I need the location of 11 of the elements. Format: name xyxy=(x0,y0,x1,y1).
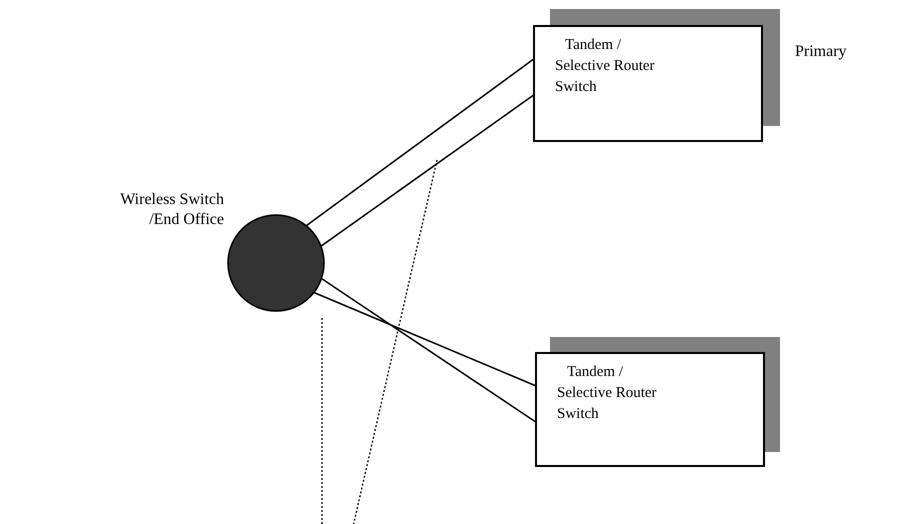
switch-box xyxy=(533,25,763,142)
connector-line xyxy=(314,292,536,386)
connector-line xyxy=(320,278,536,422)
node-caption: Wireless Switch /End Office xyxy=(119,190,224,230)
switch-box xyxy=(535,352,765,467)
node-label: Tandem / Selective Router Switch xyxy=(557,363,658,424)
connector-line xyxy=(320,94,534,247)
connector-line xyxy=(306,58,534,226)
circle-node xyxy=(228,215,324,311)
node-label: Tandem / Selective Router Switch xyxy=(555,36,656,97)
node-caption: Primary xyxy=(795,42,848,62)
